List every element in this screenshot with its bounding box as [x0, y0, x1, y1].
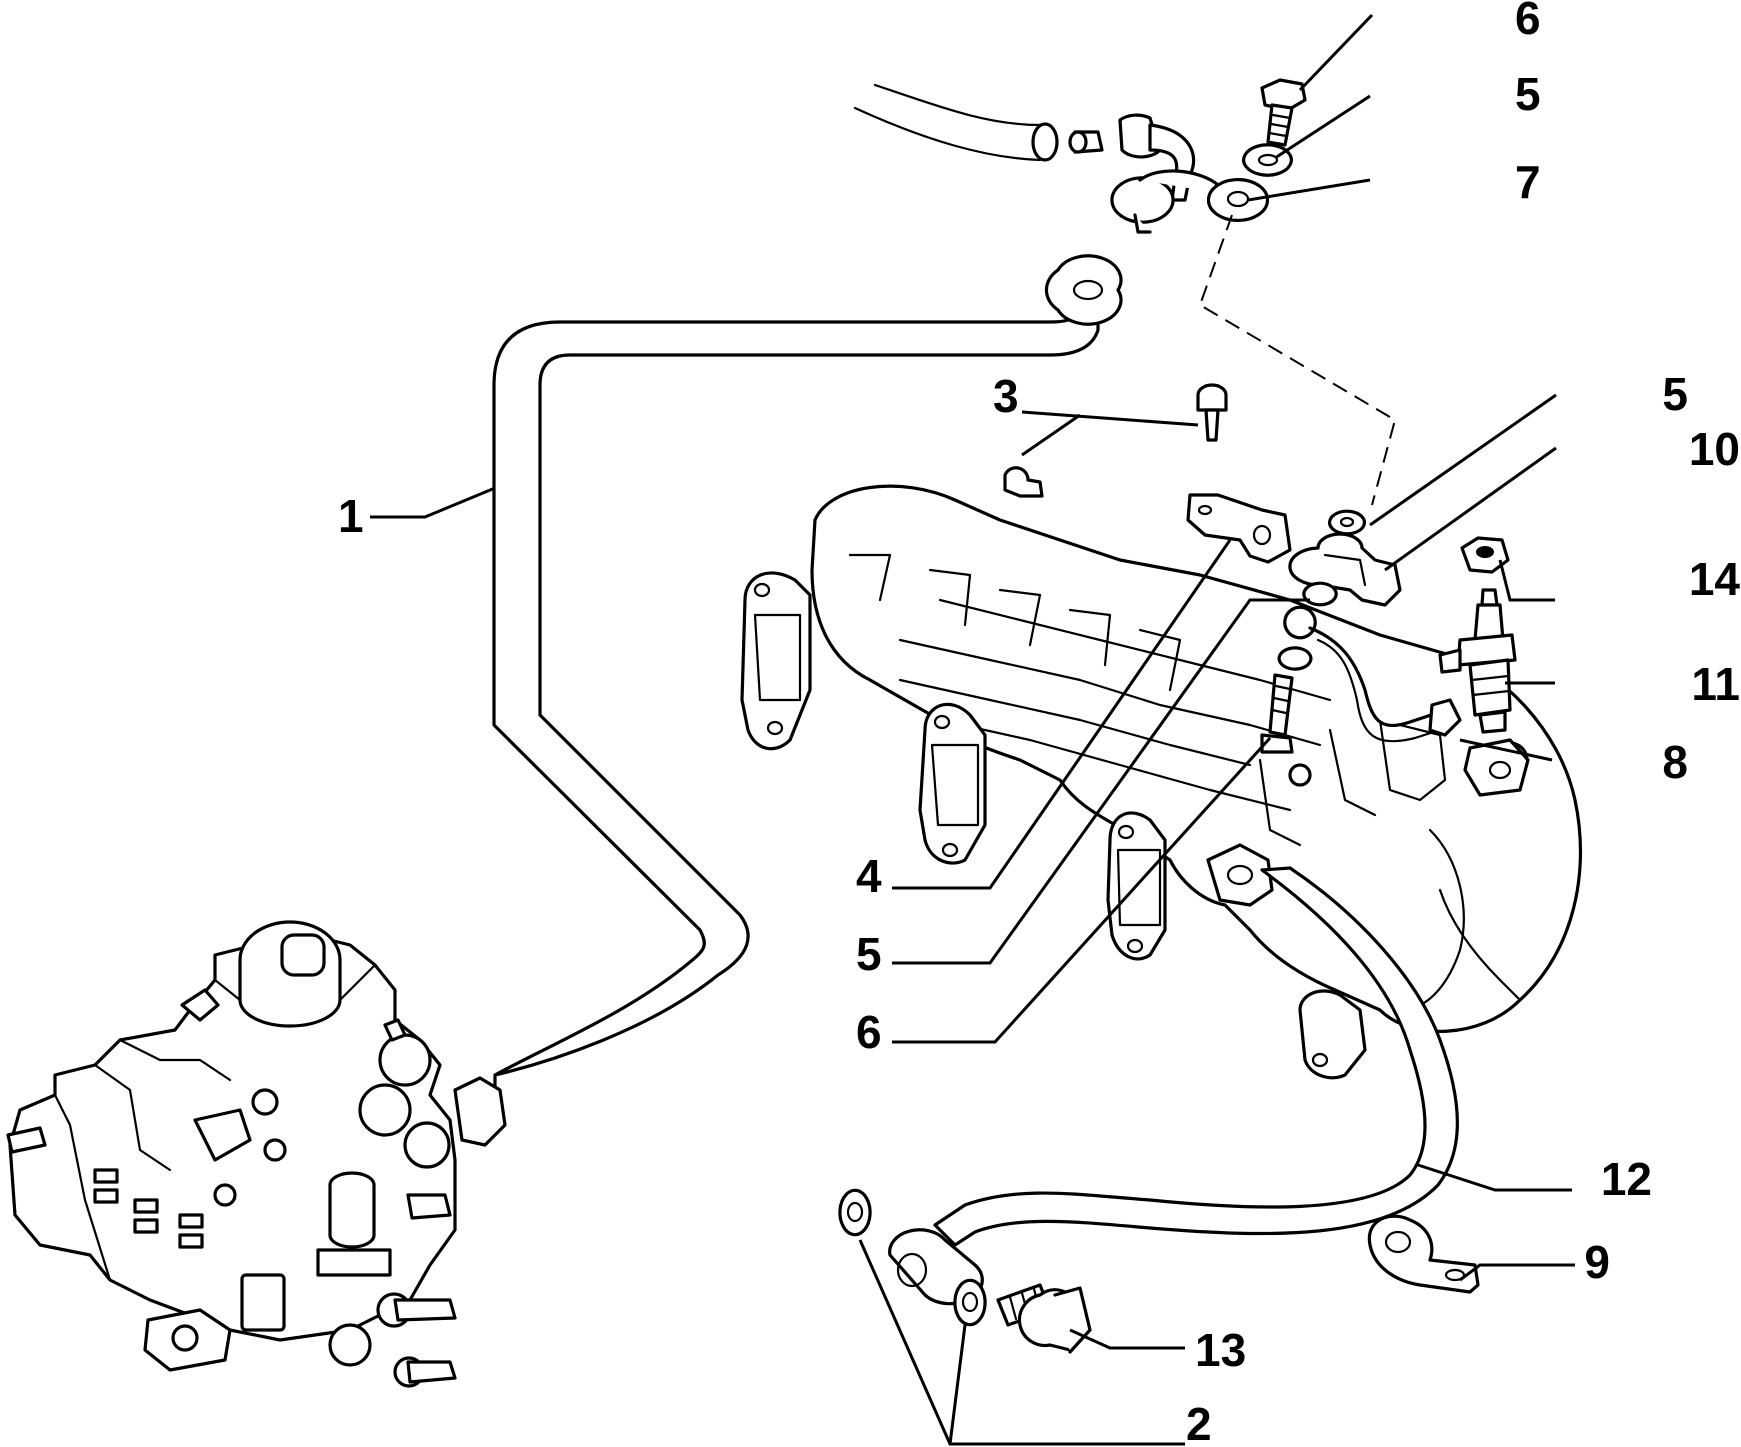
callout-4: 4: [856, 850, 882, 902]
sensor-11: [1438, 588, 1517, 734]
return-pipe: [453, 254, 1123, 1147]
callout-5-top: 5: [1515, 68, 1541, 120]
assembly-line: [1198, 214, 1397, 506]
callout-labels: 1 2 3 4 5 5 5 6 6 7 8 9 10 11 12 13 14: [338, 0, 1740, 1447]
intake-manifold: [740, 484, 1583, 1080]
injection-pump: [6, 920, 457, 1388]
washer-top: [1242, 143, 1293, 177]
callout-8: 8: [1662, 736, 1688, 788]
bracket: [1186, 493, 1292, 564]
callout-1: 1: [338, 490, 364, 542]
callout-2: 2: [1186, 1398, 1212, 1447]
callout-13: 13: [1195, 1324, 1246, 1376]
sensor: [1288, 532, 1402, 607]
callout-3: 3: [993, 370, 1019, 422]
sealing-washers: [838, 1188, 987, 1327]
callout-14: 14: [1689, 553, 1741, 605]
callout-11: 11: [1691, 658, 1740, 710]
callout-10: 10: [1689, 423, 1740, 475]
callout-12: 12: [1601, 1153, 1652, 1205]
washer-right: [1327, 509, 1367, 536]
callout-7: 7: [1515, 156, 1541, 208]
callout-6-lower: 6: [856, 1006, 882, 1058]
pipe-clip: [1367, 1214, 1480, 1294]
callout-9: 9: [1584, 1236, 1610, 1288]
leader-lines: [370, 13, 1575, 1446]
mounting-bolts: [1003, 383, 1228, 498]
nut: [1460, 536, 1510, 574]
callout-5-mid: 5: [856, 928, 882, 980]
metal-pipe: [1277, 581, 1462, 743]
callout-6-top: 6: [1515, 0, 1541, 44]
callout-5-right: 5: [1662, 368, 1688, 420]
top-hose-fitting: [853, 83, 1270, 234]
banjo-bolt-13: [996, 1283, 1092, 1354]
banjo-bolt-top: [1260, 78, 1307, 147]
